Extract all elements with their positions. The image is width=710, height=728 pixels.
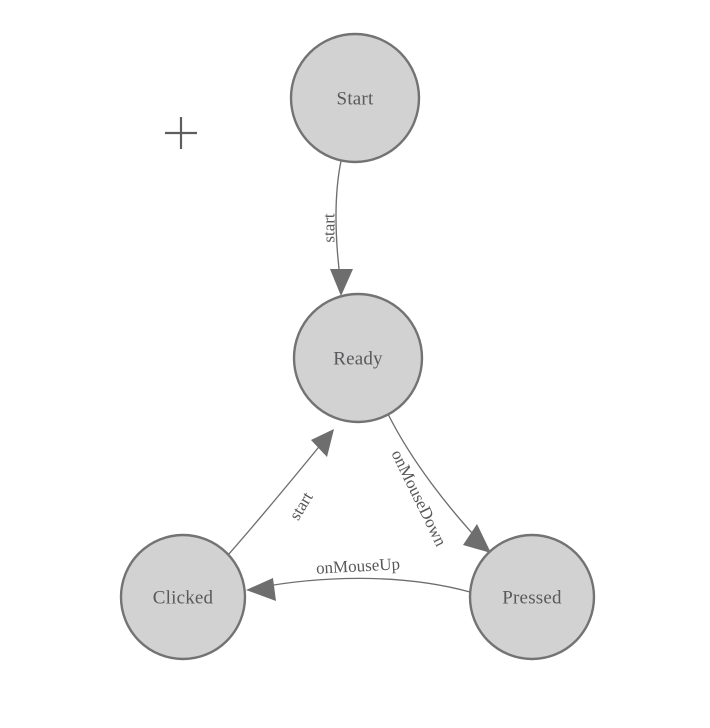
edge-ready-to-pressed[interactable]: onMouseDown — [387, 413, 491, 553]
state-node-clicked[interactable]: Clicked — [119, 533, 247, 661]
node-label: Pressed — [502, 588, 562, 609]
arrow-head-icon — [330, 269, 353, 296]
edge-pressed-to-clicked[interactable]: onMouseUp — [246, 554, 471, 601]
crosshair-icon — [165, 117, 197, 149]
node-shape — [289, 32, 421, 164]
node-label: Clicked — [153, 588, 214, 609]
node-shape — [292, 292, 424, 424]
edge-label-ready-to-pressed: onMouseDown — [387, 447, 450, 550]
node-label: Start — [337, 89, 374, 110]
edge-label-start-to-ready: start — [320, 213, 339, 243]
arrow-head-icon — [246, 578, 276, 601]
edge-label-pressed-to-clicked: onMouseUp — [316, 554, 401, 577]
edge-path — [255, 577, 471, 593]
node-label: Ready — [333, 349, 383, 370]
state-node-ready[interactable]: Ready — [292, 292, 424, 424]
nodes-layer: Start Ready Clicked Pressed — [119, 32, 596, 661]
state-node-start[interactable]: Start — [289, 32, 421, 164]
arrow-head-icon — [311, 429, 334, 457]
arrow-head-icon — [463, 524, 491, 553]
node-shape — [468, 533, 596, 661]
edge-label-clicked-to-ready: start — [285, 488, 317, 523]
edge-start-to-ready[interactable]: start — [320, 160, 354, 296]
node-shape — [119, 533, 247, 661]
edge-path — [227, 436, 328, 556]
edge-clicked-to-ready[interactable]: start — [227, 429, 334, 556]
state-node-pressed[interactable]: Pressed — [468, 533, 596, 661]
